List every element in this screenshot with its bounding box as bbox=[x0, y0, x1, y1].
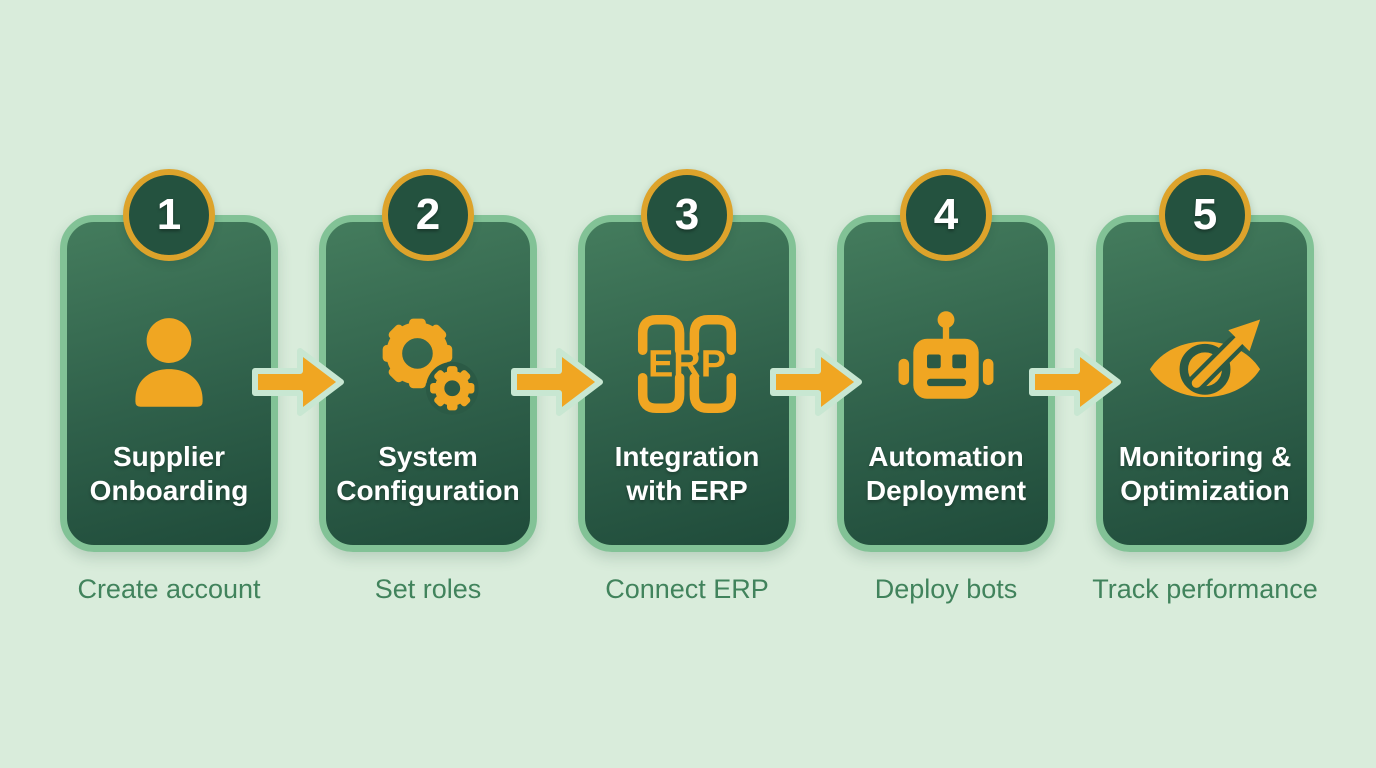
step-title-line1: Integration bbox=[614, 441, 760, 472]
step-number: 5 bbox=[1192, 190, 1218, 239]
step-number-badge: 3 bbox=[641, 169, 733, 261]
step-integration-with-erp: 3 ERP Integration with ERP Connect bbox=[578, 0, 796, 768]
step-title: System Configuration bbox=[326, 440, 530, 508]
step-number-badge: 4 bbox=[900, 169, 992, 261]
step-card: Supplier Onboarding bbox=[60, 215, 278, 552]
step-title: Automation Deployment bbox=[844, 440, 1048, 508]
step-title: Supplier Onboarding bbox=[67, 440, 271, 508]
step-title-line2: Onboarding bbox=[89, 475, 249, 506]
step-subtitle: Deploy bots bbox=[874, 574, 1018, 604]
robot-icon bbox=[844, 300, 1048, 428]
flow-arrow-3-4 bbox=[768, 344, 864, 420]
step-title-line2: Configuration bbox=[336, 475, 520, 506]
step-supplier-onboarding: 1 Supplier Onboarding Create account bbox=[60, 0, 278, 768]
step-title: Integration with ERP bbox=[585, 440, 789, 508]
eye-trend-icon bbox=[1103, 300, 1307, 428]
step-subtitle: Create account bbox=[77, 574, 261, 604]
step-card: Automation Deployment bbox=[837, 215, 1055, 552]
step-title-line1: Automation bbox=[868, 441, 1024, 472]
step-number: 1 bbox=[156, 190, 182, 239]
step-card: ERP Integration with ERP bbox=[578, 215, 796, 552]
step-title: Monitoring & Optimization bbox=[1103, 440, 1307, 508]
erp-icon: ERP bbox=[585, 300, 789, 428]
step-title-line1: System bbox=[378, 441, 478, 472]
step-number-badge: 1 bbox=[123, 169, 215, 261]
step-card: Monitoring & Optimization bbox=[1096, 215, 1314, 552]
flow-arrow-4-5 bbox=[1027, 344, 1123, 420]
erp-icon-label: ERP bbox=[648, 344, 726, 386]
step-monitoring-optimization: 5 Monitoring & Optimization Track perfor… bbox=[1092, 0, 1318, 768]
step-number-badge: 2 bbox=[382, 169, 474, 261]
step-number: 3 bbox=[674, 190, 700, 239]
step-title-line1: Supplier bbox=[112, 441, 225, 472]
step-title-line1: Monitoring & bbox=[1118, 441, 1292, 472]
step-title-line2: Deployment bbox=[865, 475, 1027, 506]
step-system-configuration: 2 bbox=[319, 0, 537, 768]
step-title-line2: with ERP bbox=[626, 475, 748, 506]
gears-icon bbox=[326, 300, 530, 428]
step-number-badge: 5 bbox=[1159, 169, 1251, 261]
step-subtitle: Track performance bbox=[1092, 574, 1318, 604]
step-card: System Configuration bbox=[319, 215, 537, 552]
step-number: 2 bbox=[415, 190, 441, 239]
step-automation-deployment: 4 Automation Deployment Deploy bbox=[837, 0, 1055, 768]
step-title-line2: Optimization bbox=[1120, 475, 1290, 506]
step-subtitle: Set roles bbox=[374, 574, 482, 604]
flow-arrow-1-2 bbox=[250, 344, 346, 420]
person-icon bbox=[67, 300, 271, 428]
step-subtitle: Connect ERP bbox=[605, 574, 769, 604]
step-number: 4 bbox=[933, 190, 959, 239]
flow-arrow-2-3 bbox=[509, 344, 605, 420]
